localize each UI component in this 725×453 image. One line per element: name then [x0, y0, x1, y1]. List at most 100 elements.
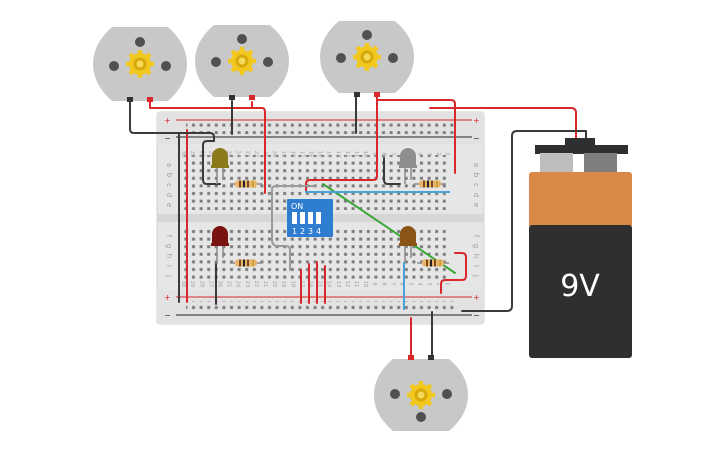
column-number-label: 4 — [417, 152, 423, 155]
column-number-label: 8 — [380, 152, 386, 155]
column-number-label: 27 — [207, 281, 213, 287]
led-orange — [399, 226, 417, 262]
battery-9v[interactable]: 9V — [529, 138, 632, 358]
row-letter-label: d — [165, 193, 173, 197]
column-number-label: 8 — [380, 282, 386, 285]
row-letter-label: h — [165, 254, 173, 258]
resistor — [414, 180, 446, 188]
row-letter-label: i — [472, 265, 480, 267]
column-number-label: 24 — [235, 151, 241, 157]
wire-black — [461, 130, 587, 312]
column-number-label: 19 — [280, 151, 286, 157]
column-number-label: 2 — [435, 282, 441, 285]
column-number-label: 19 — [280, 281, 286, 287]
dip-number-1: 1 — [292, 227, 297, 236]
battery-top-band — [529, 172, 632, 228]
motor-3[interactable] — [320, 21, 414, 97]
dip-toggle-4[interactable] — [316, 212, 321, 224]
column-number-label: 20 — [271, 151, 277, 157]
column-number-label: 16 — [308, 151, 314, 157]
column-number-label: 15 — [317, 281, 323, 287]
battery-lower-band — [529, 225, 632, 358]
row-letter-label: d — [472, 193, 480, 197]
rail-minus-sign: − — [473, 311, 480, 320]
column-number-label: 17 — [298, 151, 304, 157]
row-letter-label: h — [472, 254, 480, 258]
column-number-label: 29 — [189, 151, 195, 157]
resistor — [417, 259, 449, 267]
column-number-label: 28 — [198, 281, 204, 287]
column-number-label: 4 — [417, 282, 423, 285]
wire-gray — [271, 185, 317, 271]
rail-plus-sign: + — [164, 293, 171, 302]
dip-switch-on-label: ON — [291, 202, 303, 211]
row-letter-label: f — [472, 235, 480, 238]
column-number-label: 28 — [198, 151, 204, 157]
battery-voltage-label: 9V — [560, 269, 600, 304]
rail-minus-sign: − — [164, 134, 171, 143]
column-number-label: 1 — [444, 152, 450, 155]
row-letter-label: i — [165, 265, 173, 267]
dip-toggle-1[interactable] — [292, 212, 297, 224]
rail-minus-sign: − — [473, 134, 480, 143]
led-red — [211, 226, 229, 262]
column-number-label: 18 — [289, 151, 295, 157]
row-letter-label: e — [165, 203, 173, 207]
column-number-label: 12 — [344, 281, 350, 287]
column-number-label: 9 — [371, 152, 377, 155]
row-letter-label: f — [165, 235, 173, 238]
led-yellow — [211, 148, 229, 184]
row-letter-label: c — [165, 183, 173, 187]
column-number-label: 14 — [326, 281, 332, 287]
column-number-label: 10 — [362, 151, 368, 157]
row-letter-label: j — [472, 274, 480, 277]
row-letter-label: g — [165, 244, 173, 248]
wire-black — [129, 99, 215, 142]
row-letter-label: a — [165, 163, 173, 167]
motor-4[interactable] — [374, 355, 468, 431]
dip-toggle-2[interactable] — [300, 212, 305, 224]
column-number-label: 14 — [326, 151, 332, 157]
resistor — [230, 180, 262, 188]
wire-red — [440, 252, 467, 294]
black-wires — [129, 96, 587, 356]
column-number-label: 13 — [335, 151, 341, 157]
red-wires — [149, 95, 577, 356]
column-number-label: 27 — [207, 151, 213, 157]
column-number-label: 2 — [435, 152, 441, 155]
row-letter-label: j — [165, 274, 173, 277]
column-number-labels: 1122334455667788991010111112121313141415… — [180, 151, 450, 287]
column-number-label: 22 — [253, 151, 259, 157]
column-number-label: 29 — [189, 281, 195, 287]
column-number-label: 3 — [426, 152, 432, 155]
column-number-label: 10 — [362, 281, 368, 287]
dip-switch[interactable]: ON 1 2 3 4 — [287, 199, 333, 237]
column-number-label: 5 — [408, 282, 414, 285]
column-number-label: 15 — [317, 151, 323, 157]
rail-plus-sign: + — [473, 293, 480, 302]
rail-plus-sign: + — [473, 116, 480, 125]
column-number-label: 23 — [244, 151, 250, 157]
column-number-label: 22 — [253, 281, 259, 287]
row-letter-label: e — [472, 203, 480, 207]
column-number-label: 20 — [271, 281, 277, 287]
column-number-label: 11 — [353, 151, 359, 157]
wire-red — [376, 95, 456, 174]
column-number-label: 7 — [389, 282, 395, 285]
dip-toggle-3[interactable] — [308, 212, 313, 224]
rail-plus-sign: + — [164, 116, 171, 125]
wire-red — [429, 107, 577, 139]
motor-2[interactable] — [195, 25, 289, 100]
column-number-label: 13 — [335, 281, 341, 287]
row-letter-label: g — [472, 244, 480, 248]
column-number-label: 26 — [217, 281, 223, 287]
row-letter-label: b — [472, 173, 480, 178]
column-number-label: 9 — [371, 282, 377, 285]
column-number-label: 23 — [244, 281, 250, 287]
column-number-label: 16 — [308, 281, 314, 287]
row-letter-label: b — [165, 173, 173, 178]
column-number-label: 25 — [226, 281, 232, 287]
motor-1[interactable] — [93, 27, 187, 102]
